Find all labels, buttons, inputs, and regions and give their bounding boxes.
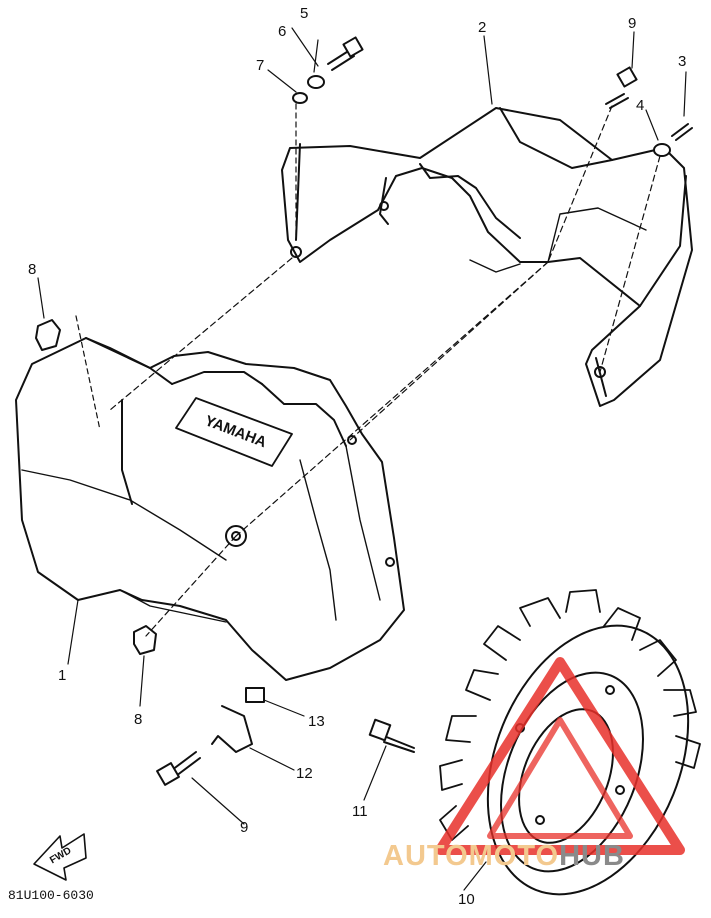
callout-10: 10: [458, 891, 475, 908]
callout-9-bottom: 9: [240, 819, 249, 836]
fan-housing-cover: [15, 337, 405, 681]
watermark-text-automoto: AUTOMOTO: [383, 840, 560, 872]
callout-5: 5: [300, 5, 309, 22]
callout-7: 7: [256, 57, 265, 74]
upper-fan-shroud: [281, 107, 693, 407]
callout-13: 13: [308, 713, 325, 730]
fwd-arrow-icon: [33, 833, 87, 881]
callout-1: 1: [58, 667, 67, 684]
watermark-logo: [435, 657, 685, 855]
callout-6: 6: [278, 23, 287, 40]
callout-8-top: 8: [28, 261, 37, 278]
watermark-text: AUTOMOTOHUB: [383, 840, 625, 873]
callout-4: 4: [636, 97, 645, 114]
callout-3: 3: [678, 53, 687, 70]
callout-8-bottom: 8: [134, 711, 143, 728]
callout-9-top: 9: [628, 15, 637, 32]
callout-11: 11: [352, 803, 368, 820]
fasteners: [35, 36, 693, 786]
watermark-text-hub: HUB: [559, 840, 625, 872]
leader-lines: [37, 27, 687, 891]
callout-12: 12: [296, 765, 313, 782]
callout-2: 2: [478, 19, 487, 36]
drawing-code: 81U100-6030: [8, 888, 94, 903]
